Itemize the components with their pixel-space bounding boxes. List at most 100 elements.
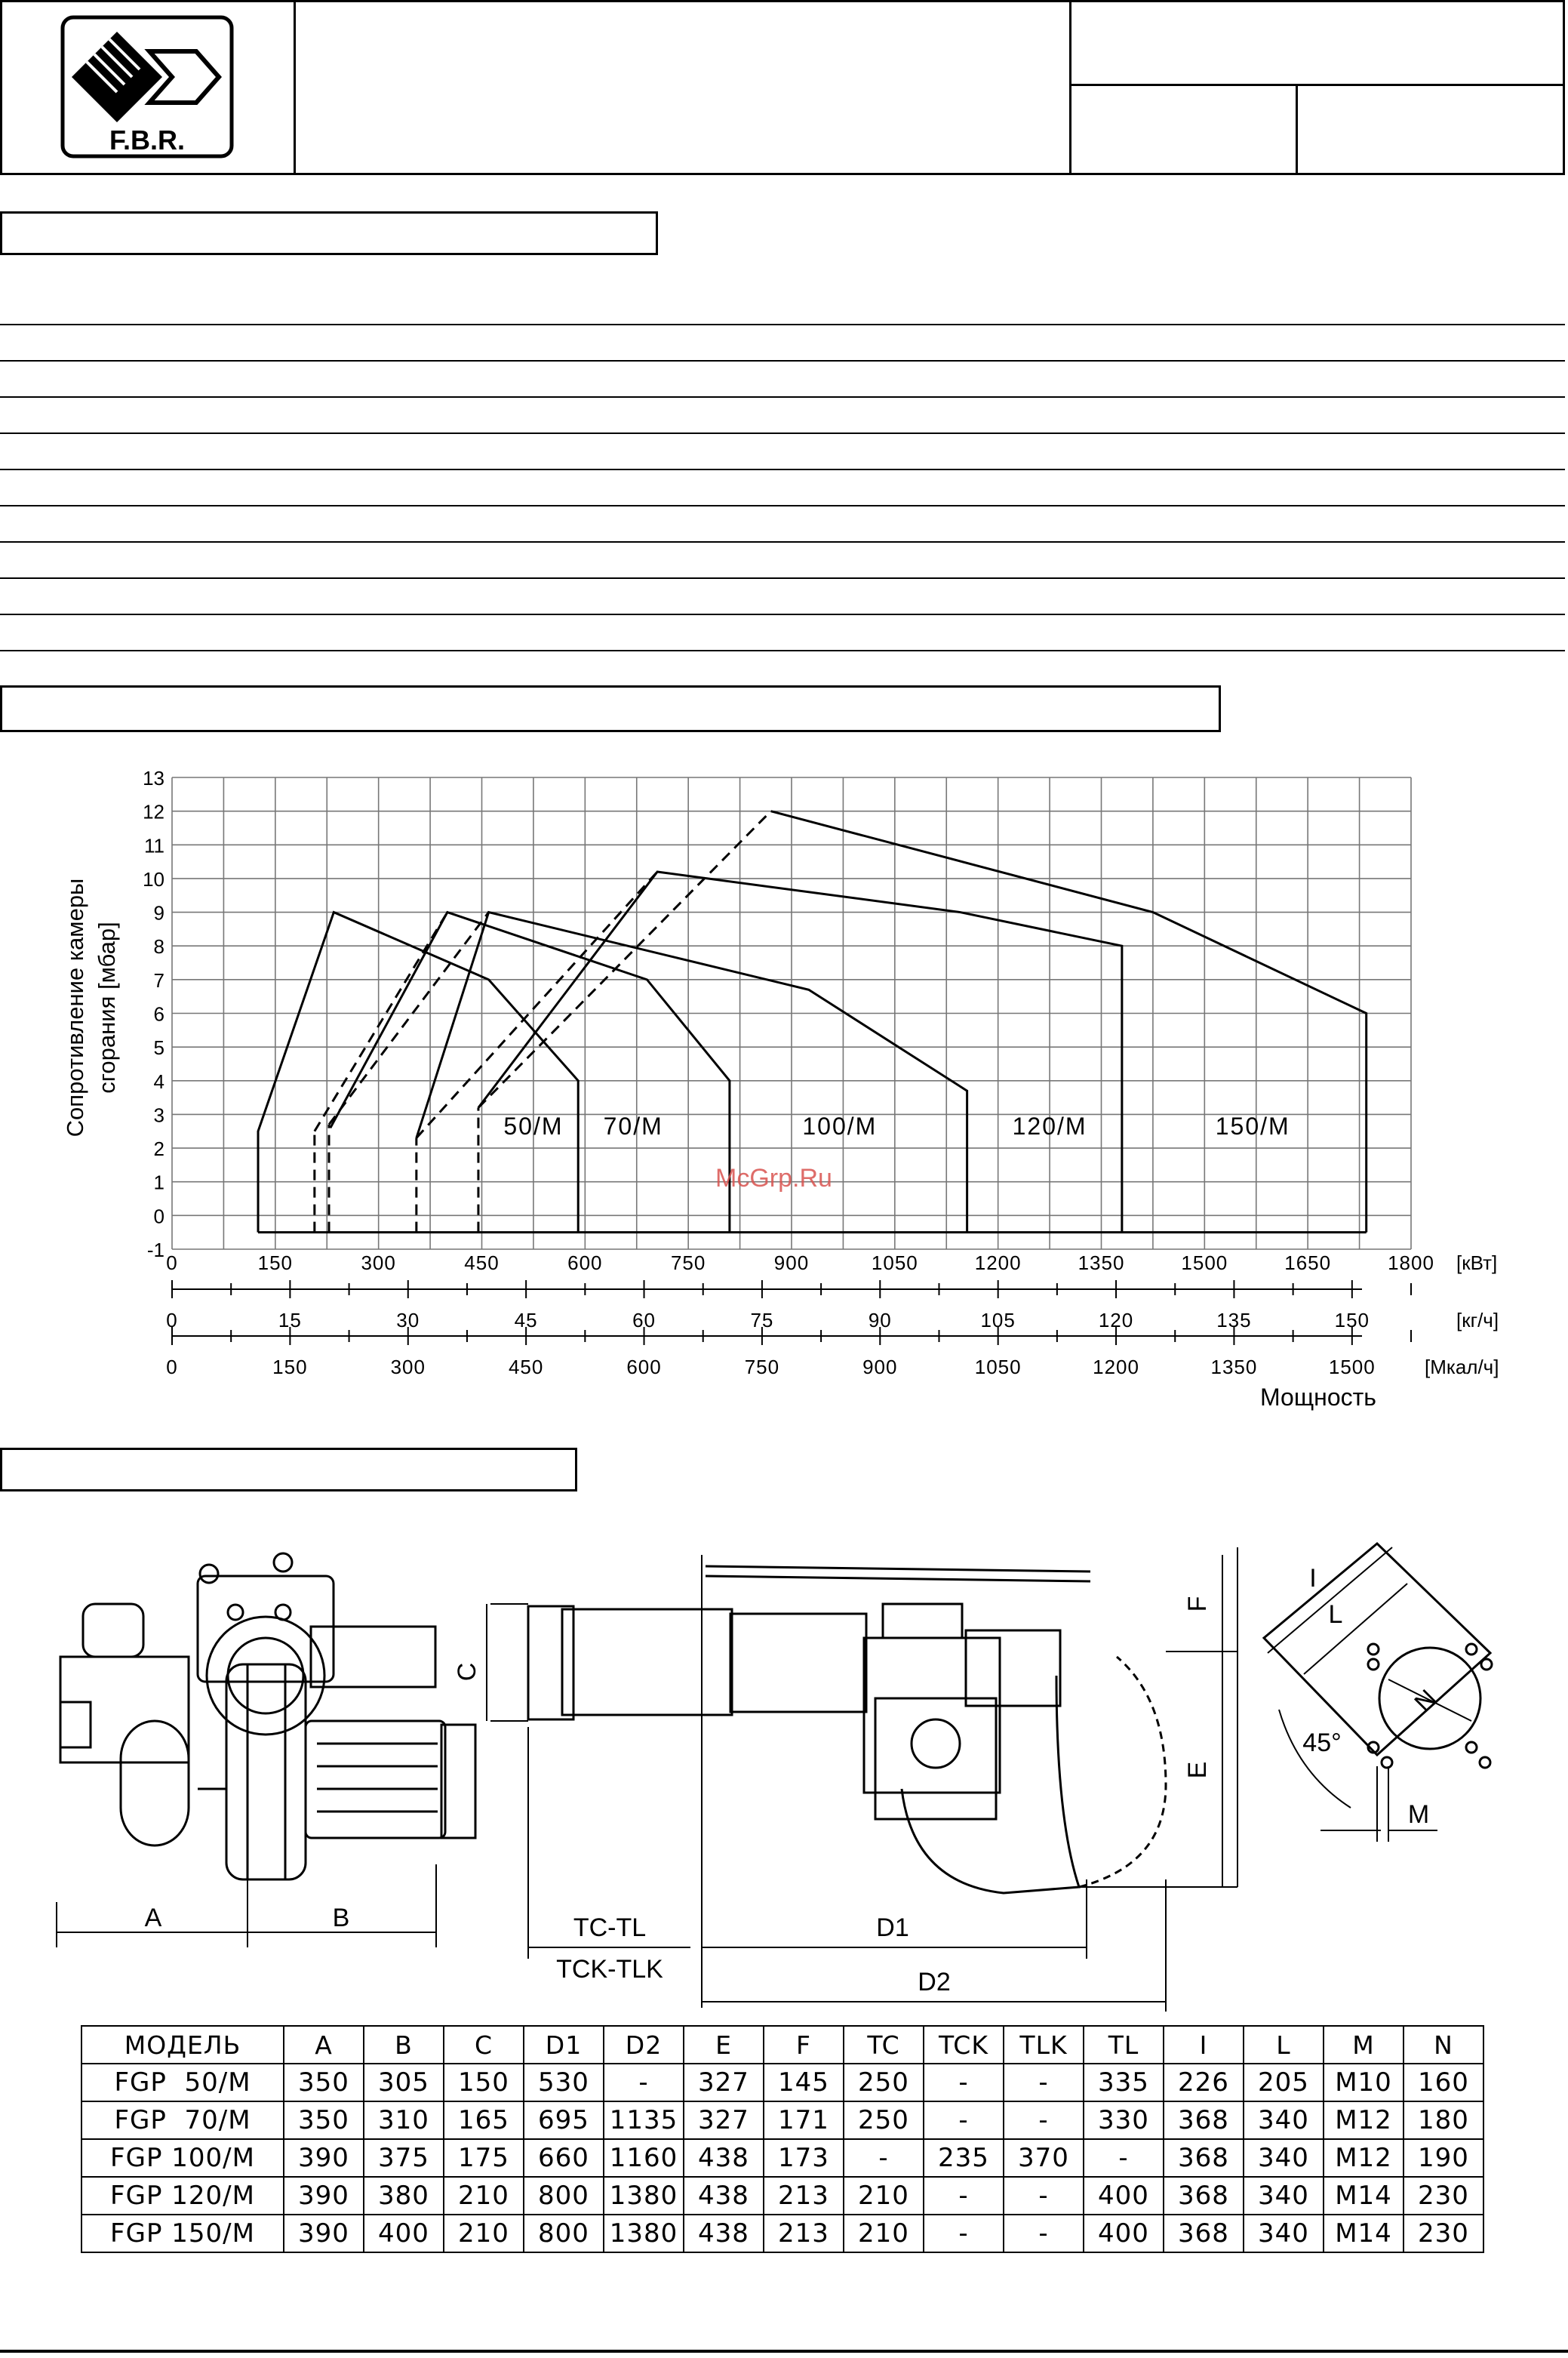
table-cell: 375 (363, 2138, 444, 2178)
burner-front-view (59, 1552, 477, 1881)
x-tick-label-kw: 300 (361, 1251, 395, 1274)
burner-side-view (527, 1565, 1167, 1895)
table-cell: 400 (1083, 2176, 1164, 2215)
series-label: 50/M (503, 1113, 563, 1140)
chart-grid (171, 777, 1412, 1250)
table-header-cell: D2 (603, 2025, 684, 2064)
table-cell: 390 (283, 2176, 364, 2215)
table-cell: 370 (1003, 2138, 1084, 2178)
table-header-cell: C (443, 2025, 524, 2064)
table-cell: 173 (763, 2138, 844, 2178)
dim-E: E (1183, 1762, 1212, 1779)
table-header-cell: B (363, 2025, 444, 2064)
x-tick-label-kw: 900 (774, 1251, 809, 1274)
y-tick-label: 0 (154, 1205, 164, 1227)
series-label: 150/M (1216, 1113, 1290, 1140)
table-cell: M12 (1323, 2101, 1404, 2140)
table-cell: - (1003, 2214, 1084, 2253)
table-header-cell: M (1323, 2025, 1404, 2064)
table-cell: - (1003, 2063, 1084, 2102)
table-header-cell: I (1163, 2025, 1244, 2064)
x-tick-label-kw: 1050 (872, 1251, 918, 1274)
dim-D2: D2 (918, 1968, 950, 1996)
x-tick-label: 0 (166, 1356, 177, 1378)
table-header-cell: E (683, 2025, 764, 2064)
x-tick-label: 0 (166, 1309, 177, 1331)
ruled-line (0, 324, 1565, 325)
chart-curves (257, 810, 1368, 1234)
table-cell: 226 (1163, 2063, 1244, 2102)
table-header-cell: N (1403, 2025, 1484, 2064)
dim-TC-TL: TC-TL (573, 1913, 646, 1942)
model-cell: FGP 50/M (81, 2063, 284, 2102)
x-unit-label: [Мкал/ч] (1425, 1356, 1499, 1378)
header-title-cell (294, 0, 1071, 175)
table-cell: 210 (843, 2176, 924, 2215)
table-cell: 235 (923, 2138, 1004, 2178)
table-cell: - (1003, 2176, 1084, 2215)
dim-F: F (1183, 1596, 1212, 1612)
table-cell: 160 (1403, 2063, 1484, 2102)
x-tick-label: 300 (391, 1356, 426, 1378)
x-tick-label-kw: 1350 (1078, 1251, 1125, 1274)
table-cell: - (1083, 2138, 1164, 2178)
table-cell: - (603, 2063, 684, 2102)
y-tick-label: 1 (154, 1171, 164, 1194)
table-cell: 368 (1163, 2138, 1244, 2178)
table-cell: 340 (1243, 2176, 1324, 2215)
table-cell: 1380 (603, 2214, 684, 2253)
table-cell: 180 (1403, 2101, 1484, 2140)
dim-D1: D1 (876, 1913, 909, 1942)
y-axis-label-line1: Сопротивление камеры (62, 879, 88, 1137)
series-label: 100/M (802, 1113, 877, 1140)
dim-M: M (1408, 1800, 1429, 1829)
dashed-segment (327, 911, 490, 1125)
table-cell: 400 (363, 2214, 444, 2253)
table-cell: 340 (1243, 2138, 1324, 2178)
model-cell: FGP 150/M (81, 2214, 284, 2253)
ruled-line (0, 396, 1565, 398)
model-cell: FGP 120/M (81, 2176, 284, 2215)
table-cell: 250 (843, 2063, 924, 2102)
x-tick-label-kw: 150 (258, 1251, 293, 1274)
y-tick-label: 7 (154, 969, 164, 992)
dim-angle: 45° (1302, 1728, 1341, 1757)
table-cell: 330 (1083, 2101, 1164, 2140)
series-line-120-m (477, 870, 1124, 1233)
table-cell: - (923, 2063, 1004, 2102)
table-cell: 530 (523, 2063, 604, 2102)
x-tick-label: 600 (626, 1356, 661, 1378)
x-tick-label: 150 (272, 1356, 307, 1378)
table-header-cell: A (283, 2025, 364, 2064)
x-tick-label-kw: 1200 (975, 1251, 1022, 1274)
burner-dimension-drawing: A B C E F TC-TL TCK-TLK D1 D2 I L N M 45… (56, 1541, 1493, 2012)
x-tick-label: 1350 (1211, 1356, 1258, 1378)
series-line-50-m (257, 910, 580, 1233)
logo-text: F.B.R. (109, 125, 185, 155)
table-cell: 310 (363, 2101, 444, 2140)
x-tick-label: 1200 (1093, 1356, 1139, 1378)
x-tick-label-kw: 1800 (1388, 1251, 1434, 1274)
x-unit-kw: [кВт] (1456, 1251, 1497, 1274)
table-cell: 213 (763, 2176, 844, 2215)
table-cell: 800 (523, 2176, 604, 2215)
ruled-line (0, 433, 1565, 434)
table-cell: 305 (363, 2063, 444, 2102)
table-cell: 438 (683, 2138, 764, 2178)
table-cell: M10 (1323, 2063, 1404, 2102)
table-cell: 1160 (603, 2138, 684, 2178)
table-cell: 390 (283, 2138, 364, 2178)
model-cell: FGP 100/M (81, 2138, 284, 2178)
table-cell: 205 (1243, 2063, 1324, 2102)
dim-N: N (1409, 1684, 1442, 1717)
table-header-cell: L (1243, 2025, 1324, 2064)
table-cell: - (1003, 2101, 1084, 2140)
table-cell: 340 (1243, 2101, 1324, 2140)
ruled-line (0, 360, 1565, 362)
table-cell: 1135 (603, 2101, 684, 2140)
x-tick-label-kw: 600 (567, 1251, 602, 1274)
